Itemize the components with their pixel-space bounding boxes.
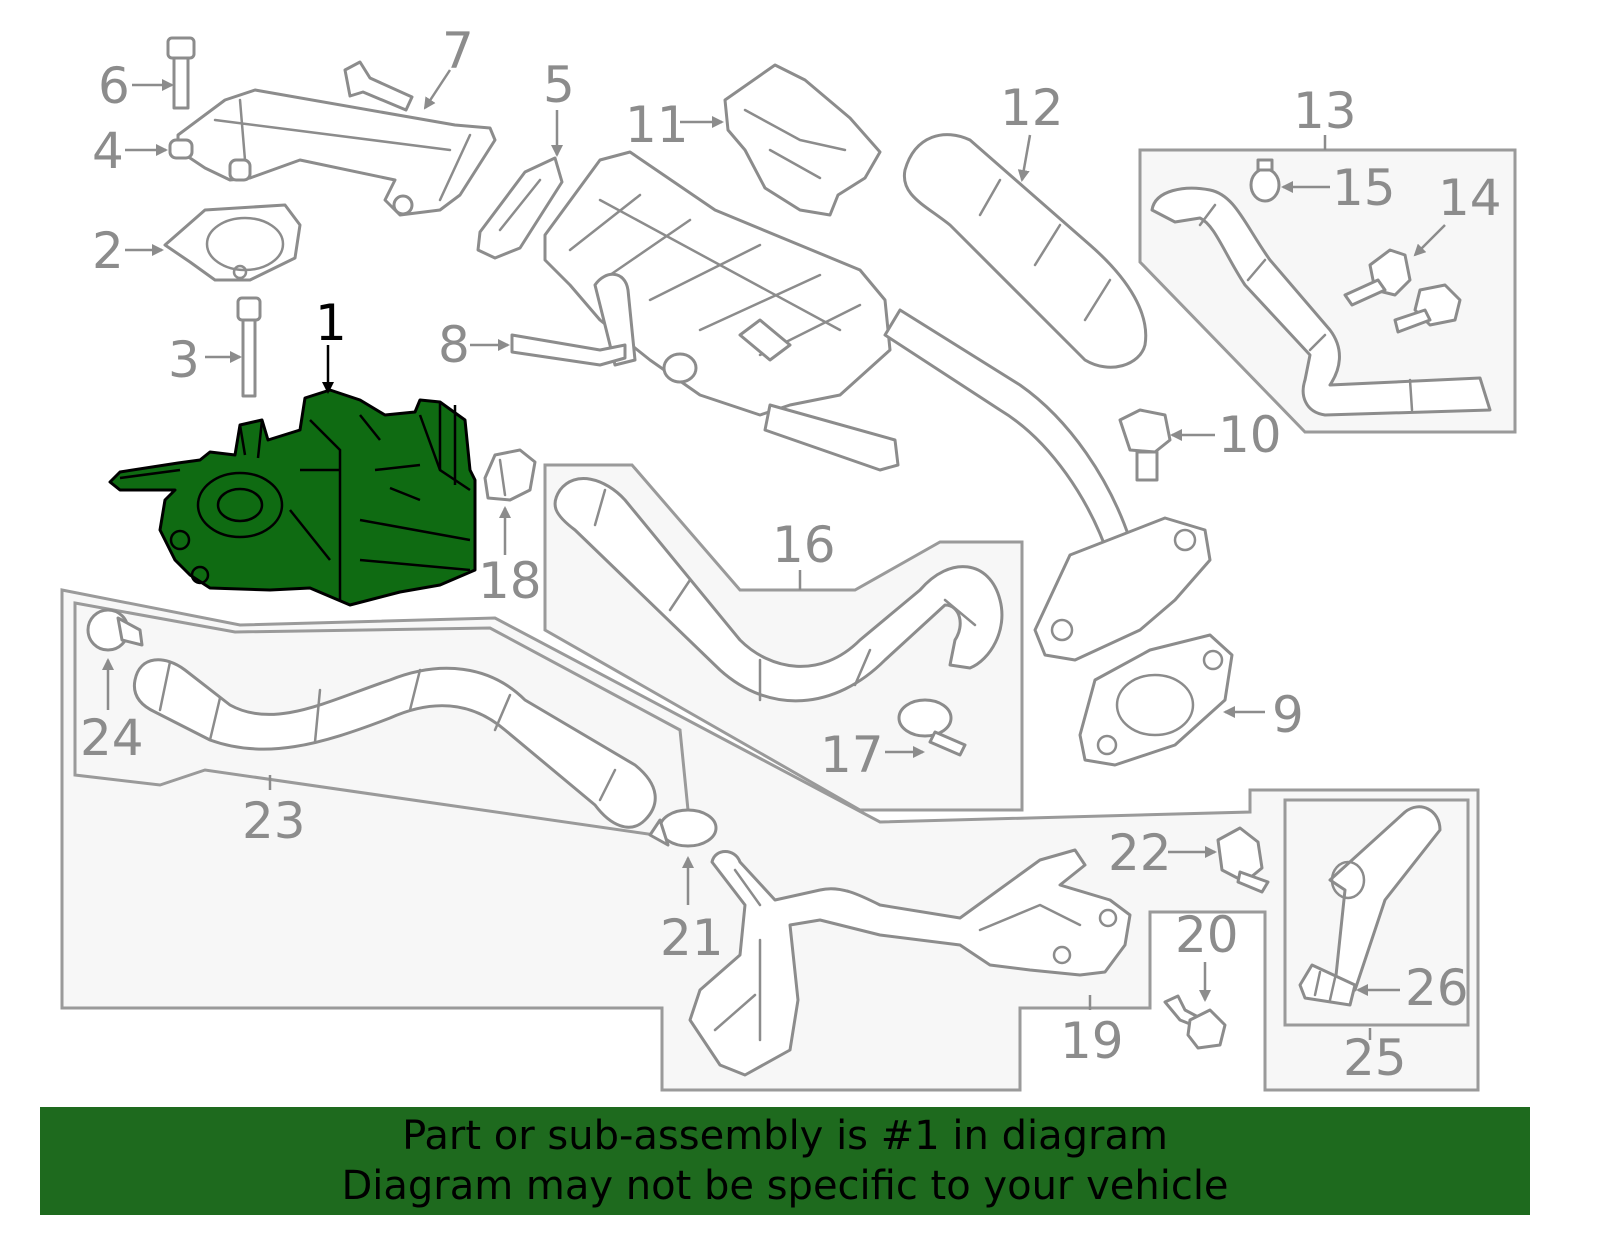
- egr-valve-1-highlighted[interactable]: [108, 388, 477, 607]
- clamp-21: [648, 808, 718, 848]
- callout-10: 10: [1218, 406, 1282, 464]
- connector-14: [1343, 248, 1462, 334]
- callout-12: 12: [1000, 79, 1064, 137]
- hose-assembly-13: [1150, 186, 1492, 417]
- gasket-5: [476, 156, 564, 260]
- callout-13: 13: [1293, 82, 1357, 140]
- callout-20: 20: [1175, 906, 1239, 964]
- bolt-3: [236, 296, 262, 398]
- callout-21: 21: [660, 909, 724, 967]
- clamp-24: [86, 608, 144, 652]
- bolt-10: [1118, 408, 1172, 482]
- callout-15: 15: [1332, 159, 1396, 217]
- callout-1[interactable]: 1: [315, 294, 347, 352]
- callout-6: 6: [98, 57, 130, 115]
- clamp-17: [897, 698, 967, 757]
- callout-16: 16: [772, 516, 836, 574]
- coolant-pipe-19: [688, 848, 1132, 1077]
- banner-line-2: Diagram may not be specific to your vehi…: [341, 1163, 1229, 1209]
- callout-8: 8: [438, 316, 470, 374]
- banner-line-1: Part or sub-assembly is #1 in diagram: [402, 1113, 1168, 1159]
- clip-22: [1216, 826, 1270, 894]
- callout-11: 11: [625, 96, 689, 154]
- callout-19: 19: [1060, 1012, 1124, 1070]
- notice-banner: Part or sub-assembly is #1 in diagram Di…: [40, 1107, 1530, 1215]
- callout-26: 26: [1405, 959, 1469, 1017]
- callout-7: 7: [442, 22, 474, 80]
- bolt-7: [343, 60, 414, 112]
- egr-cooler: [543, 150, 900, 472]
- gasket-9: [1078, 633, 1234, 767]
- hose-16: [553, 477, 1004, 703]
- egr-tube: [883, 308, 1212, 662]
- callout-25: 25: [1343, 1029, 1407, 1087]
- callout-5: 5: [543, 56, 575, 114]
- callout-23: 23: [242, 792, 306, 850]
- pipe-8: [510, 333, 627, 367]
- hose-23: [132, 658, 657, 829]
- callout-3: 3: [168, 331, 200, 389]
- callout-labels: 1 2 3 4 5 6 7 8 9 10 11 12 13 14 15 16 1…: [80, 22, 1502, 1087]
- group-box-25: [1283, 798, 1470, 1027]
- callout-2: 2: [92, 222, 124, 280]
- bracket-26: [1298, 963, 1357, 1007]
- leader-lines: [102, 69, 1446, 1040]
- clamp-15: [1249, 158, 1281, 203]
- callout-14: 14: [1438, 169, 1502, 227]
- callout-9: 9: [1272, 686, 1304, 744]
- egr-pipe-4: [168, 88, 497, 217]
- group-box-23: [60, 588, 1480, 1092]
- parts-diagram: 1 2 3 4 5 6 7 8 9 10 11 12 13 14 15 16 1…: [60, 22, 1517, 1092]
- bolt-6: [166, 36, 196, 110]
- callout-4: 4: [92, 122, 124, 180]
- gasket-2: [163, 203, 302, 282]
- callout-17: 17: [820, 726, 884, 784]
- clip-18: [483, 448, 537, 502]
- heat-shield-11: [723, 63, 882, 217]
- callout-24: 24: [80, 709, 144, 767]
- hose-12: [902, 133, 1148, 369]
- callout-22: 22: [1108, 824, 1172, 882]
- bolt-20: [1163, 994, 1227, 1050]
- callout-18: 18: [478, 552, 542, 610]
